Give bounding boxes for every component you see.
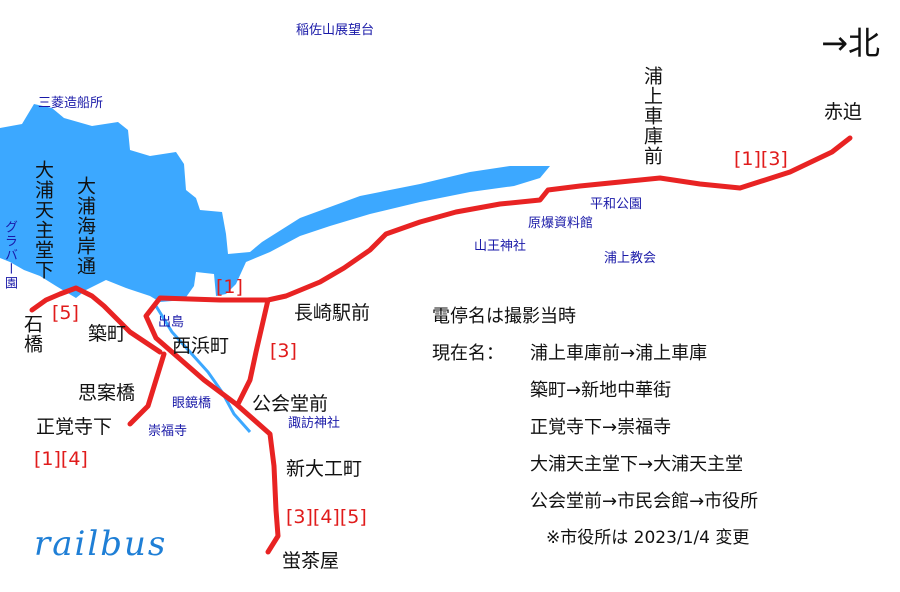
route-label-kokaido: [3] [270, 340, 297, 362]
river [154, 305, 252, 433]
note-line-1: 浦上車庫前→浦上車庫 [530, 343, 708, 364]
stop-ishibashi: 石橋 [21, 314, 43, 354]
stop-oura-tenshudo-shita: 大浦天主堂下 [32, 160, 54, 280]
landmark-dejima: 出島 [158, 315, 185, 330]
tram-line-branch-shokakuji [127, 351, 167, 427]
note-line-6: ※市役所は 2023/1/4 変更 [546, 528, 750, 548]
landmark-glover: グラバー園 [2, 220, 17, 290]
note-line-5: 公会堂前→市民会館→市役所 [530, 491, 759, 512]
harbor-water [0, 104, 550, 302]
note-current-label: 現在名： [432, 343, 504, 364]
landmark-mitsubishi: 三菱造船所 [38, 96, 104, 111]
stop-shianbashi: 思案橋 [78, 382, 136, 404]
note-line-2: 築町→新地中華街 [530, 380, 672, 401]
note-line-3: 正覚寺下→崇福寺 [530, 417, 672, 438]
route-label-akasako: [1][3] [734, 148, 788, 170]
landmark-heiwa-koen: 平和公園 [590, 197, 643, 212]
railbus-logo: railbus [34, 524, 168, 564]
stop-oura-kaigan-dori: 大浦海岸通 [74, 176, 96, 276]
stop-nishihamanomachi: 西浜町 [172, 335, 230, 357]
landmark-suwa: 諏訪神社 [288, 416, 341, 431]
stop-shokakujishita: 正覚寺下 [36, 416, 113, 438]
route-label-hotarujaya: [3][4][5] [286, 506, 367, 528]
landmark-meganebashi: 眼鏡橋 [172, 396, 212, 411]
stop-kokaido-mae: 公会堂前 [252, 393, 329, 415]
stop-tsukimachi: 築町 [88, 323, 127, 345]
stop-akasako: 赤迫 [824, 101, 863, 123]
stop-hotarujaya: 蛍茶屋 [282, 550, 340, 572]
landmark-genbaku: 原爆資料館 [528, 216, 594, 231]
stop-nagasaki-ekimae: 長崎駅前 [294, 302, 371, 324]
route-label-nagasaki-ekimae: [1] [216, 276, 243, 298]
route-label-shokakuji: [1][4] [34, 448, 88, 470]
landmark-sofukuji: 崇福寺 [148, 424, 188, 439]
tram-line-branch-kokaido [235, 297, 271, 407]
route-label-ishibashi: [5] [52, 302, 79, 324]
landmark-urakami-church: 浦上教会 [604, 251, 657, 266]
landmark-inasayama: 稲佐山展望台 [296, 23, 375, 38]
tram-line-branch-ishibashi [29, 285, 163, 355]
landmark-sanno: 山王神社 [474, 239, 527, 254]
note-title: 電停名は撮影当時 [432, 306, 576, 327]
stop-shindaikumachi: 新大工町 [286, 458, 363, 480]
stop-uragami-shako-mae: 浦上車庫前 [641, 66, 663, 166]
north-direction-label: →北 [821, 24, 880, 62]
note-line-4: 大浦天主堂下→大浦天主堂 [530, 454, 744, 475]
